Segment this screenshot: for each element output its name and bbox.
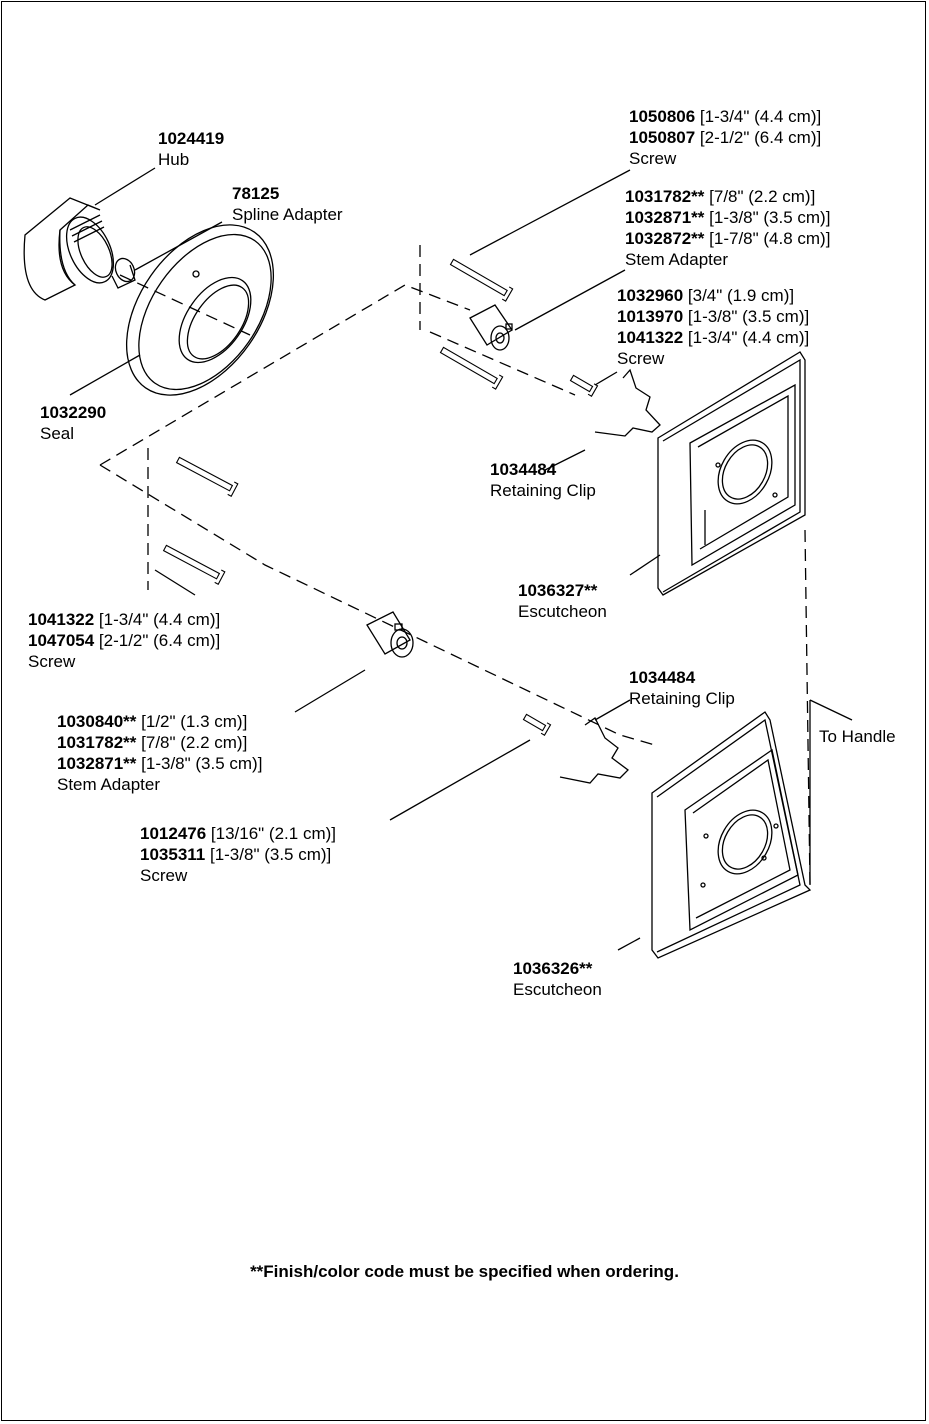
part-name: Screw — [617, 349, 665, 368]
label-retaining-clip-top: 1034484 Retaining Clip — [490, 459, 596, 501]
label-to-handle: To Handle — [819, 727, 896, 746]
label-screw-top: 1050806 [1-3/4" (4.4 cm)] 1050807 [2-1/2… — [629, 106, 821, 169]
leader-lines — [69, 167, 853, 951]
stem-adapter-bottom — [366, 611, 414, 658]
part-number: 1041322 — [28, 610, 95, 629]
part-number: 1031782** — [625, 187, 705, 206]
label-screw-bottom: 1012476 [13/16" (2.1 cm)] 1035311 [1-3/8… — [140, 823, 336, 886]
escutcheon-top — [657, 351, 806, 596]
part-number: 1030840** — [57, 712, 137, 731]
ordering-note: **Finish/color code must be specified wh… — [250, 1262, 679, 1281]
part-number: 1032960 — [617, 286, 684, 305]
part-spec: [1-3/4" (4.4 cm)] — [94, 610, 221, 629]
part-number: 1050806 — [629, 107, 696, 126]
part-name: Seal — [40, 424, 75, 443]
retaining-clip-bottom — [559, 717, 629, 784]
label-stem-adapter-top: 1031782** [7/8" (2.2 cm)] 1032871** [1-3… — [625, 186, 830, 270]
part-spec: [1-3/8" (3.5 cm)] — [205, 845, 332, 864]
part-name: Retaining Clip — [490, 481, 596, 500]
part-number: 1034484 — [490, 460, 557, 479]
part-spec: [1-7/8" (4.8 cm)] — [704, 229, 831, 248]
part-number: 1036327** — [518, 581, 598, 600]
part-spec: [2-1/2" (6.4 cm)] — [94, 631, 221, 650]
part-spec: [7/8" (2.2 cm)] — [136, 733, 248, 752]
spline-adapter-part — [111, 257, 136, 289]
part-spec: [7/8" (2.2 cm)] — [704, 187, 816, 206]
part-number: 1050807 — [629, 128, 696, 147]
part-spec: [1-3/8" (3.5 cm)] — [683, 307, 810, 326]
part-spec: [1-3/8" (3.5 cm)] — [704, 208, 831, 227]
part-name: Screw — [140, 866, 188, 885]
label-seal: 1032290 Seal — [40, 402, 106, 444]
part-spec: [3/4" (1.9 cm)] — [683, 286, 795, 305]
part-spec: [1-3/4" (4.4 cm)] — [683, 328, 810, 347]
part-number: 1032290 — [40, 403, 107, 422]
part-number: 1032872** — [625, 229, 705, 248]
part-number: 1031782** — [57, 733, 137, 752]
part-number: 1024419 — [158, 129, 225, 148]
part-number: 1032871** — [57, 754, 137, 773]
part-name: Stem Adapter — [57, 775, 161, 794]
part-name: Escutcheon — [513, 980, 602, 999]
label-hub: 1024419 Hub — [158, 128, 224, 170]
part-name: Spline Adapter — [232, 205, 343, 224]
label-escutcheon-top: 1036327** Escutcheon — [518, 580, 607, 622]
part-number: 1032871** — [625, 208, 705, 227]
part-number: 1036326** — [513, 959, 593, 978]
hub-part — [23, 197, 115, 301]
part-spec: [1-3/8" (3.5 cm)] — [136, 754, 263, 773]
part-number: 1041322 — [617, 328, 684, 347]
retaining-clip-top — [594, 368, 661, 437]
label-stem-adapter-bottom: 1030840** [1/2" (1.3 cm)] 1031782** [7/8… — [57, 711, 262, 795]
assembly-axis-lines — [99, 245, 811, 886]
part-name: Screw — [629, 149, 677, 168]
part-spec: [2-1/2" (6.4 cm)] — [695, 128, 822, 147]
seal-part — [125, 224, 275, 396]
part-number: 78125 — [232, 184, 280, 203]
part-name: Escutcheon — [518, 602, 607, 621]
part-number: 1012476 — [140, 824, 207, 843]
part-spec: [13/16" (2.1 cm)] — [206, 824, 336, 843]
label-screw-mid: 1032960 [3/4" (1.9 cm)] 1013970 [1-3/8" … — [617, 285, 809, 369]
label-retaining-clip-bottom: 1034484 Retaining Clip — [629, 667, 735, 709]
part-spec: [1/2" (1.3 cm)] — [136, 712, 248, 731]
part-number: 1047054 — [28, 631, 95, 650]
screw-parts — [162, 258, 599, 736]
label-screw-left: 1041322 [1-3/4" (4.4 cm)] 1047054 [2-1/2… — [28, 609, 220, 672]
part-name: Stem Adapter — [625, 250, 729, 269]
part-number: 1034484 — [629, 668, 696, 687]
part-number: 1035311 — [140, 845, 206, 864]
escutcheon-bottom — [651, 711, 812, 959]
stem-adapter-top — [469, 304, 513, 351]
label-spline-adapter: 78125 Spline Adapter — [232, 183, 343, 225]
part-spec: [1-3/4" (4.4 cm)] — [695, 107, 822, 126]
part-name: Retaining Clip — [629, 689, 735, 708]
part-name: Screw — [28, 652, 76, 671]
part-name: Hub — [158, 150, 190, 169]
part-number: 1013970 — [617, 307, 684, 326]
label-escutcheon-bottom: 1036326** Escutcheon — [513, 958, 602, 1000]
